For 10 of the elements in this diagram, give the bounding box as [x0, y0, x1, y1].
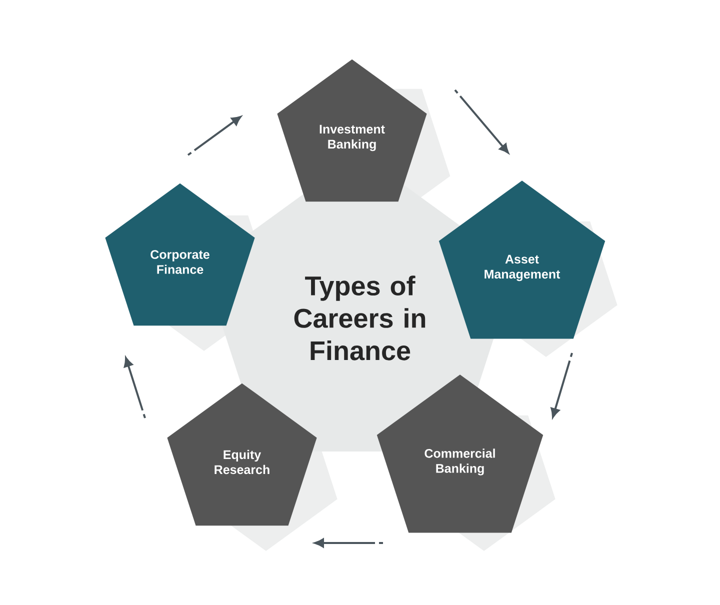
arrow	[124, 357, 146, 418]
arrow	[550, 352, 573, 418]
pentagon: Equity Research	[167, 383, 317, 526]
pentagon: Corporate Finance	[105, 183, 255, 326]
arrow	[187, 116, 242, 156]
arrow	[454, 89, 509, 154]
pentagon: Commercial Banking	[376, 374, 544, 533]
arrow	[314, 538, 383, 548]
pentagon: Asset Management	[438, 180, 606, 339]
pentagon: Investment Banking	[277, 59, 427, 202]
